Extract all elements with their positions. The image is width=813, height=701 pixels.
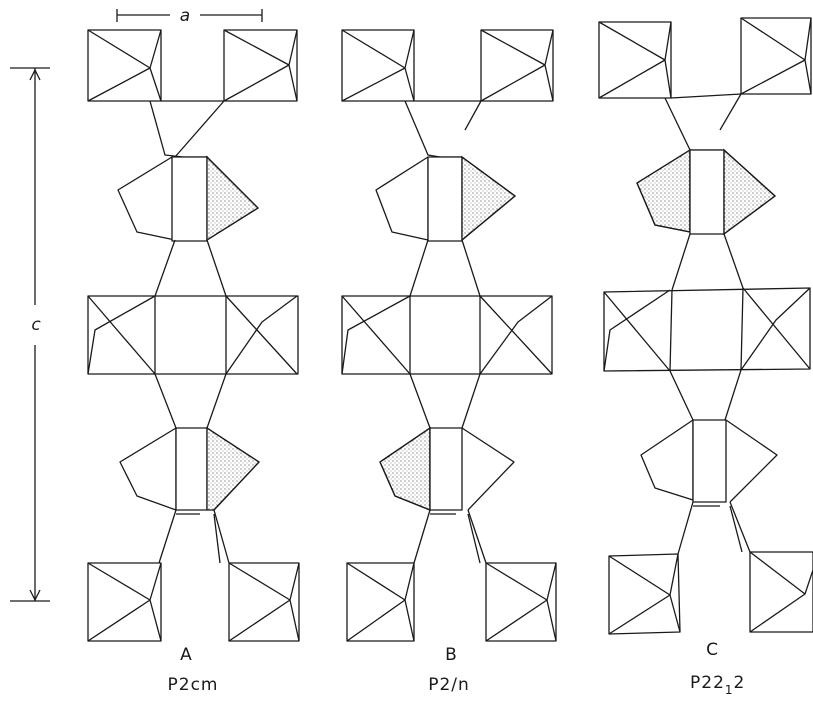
upper-octahedron-pair — [117, 155, 260, 242]
space-group-tail: 2 — [734, 673, 746, 693]
top-octahedra — [87, 29, 298, 102]
panel-c: C P2212 — [598, 17, 813, 697]
a-axis-marker: a — [116, 6, 263, 26]
lower-octahedron-pair — [119, 426, 261, 511]
panel-c-space-group: P2212 — [690, 673, 745, 697]
panel-c-letter: C — [706, 640, 718, 660]
c-axis-label: c — [31, 315, 41, 335]
middle-block — [603, 287, 811, 372]
panel-b-letter: B — [445, 645, 457, 665]
upper-octahedron-pair — [375, 155, 517, 242]
middle-block — [341, 295, 553, 375]
a-axis-label: a — [180, 6, 190, 26]
bottom-octahedra — [608, 551, 813, 635]
bottom-octahedra — [87, 562, 300, 642]
middle-block — [87, 295, 299, 375]
lower-octahedron-pair — [379, 426, 515, 511]
panel-b: B P2/n — [341, 29, 557, 695]
panel-b-space-group: P2/n — [428, 675, 470, 695]
space-group-subscript: 1 — [725, 683, 734, 697]
lower-octahedron-pair — [640, 419, 778, 503]
bottom-octahedra — [346, 562, 557, 642]
top-octahedra — [341, 29, 554, 102]
panel-a-letter: A — [180, 645, 192, 665]
c-axis-marker: c — [10, 67, 50, 602]
panel-a-space-group: P2cm — [168, 675, 219, 695]
panel-a: A P2cm — [87, 29, 300, 695]
upper-octahedron-pair — [636, 148, 777, 236]
top-octahedra — [598, 17, 812, 99]
space-group-main: P22 — [690, 673, 725, 693]
